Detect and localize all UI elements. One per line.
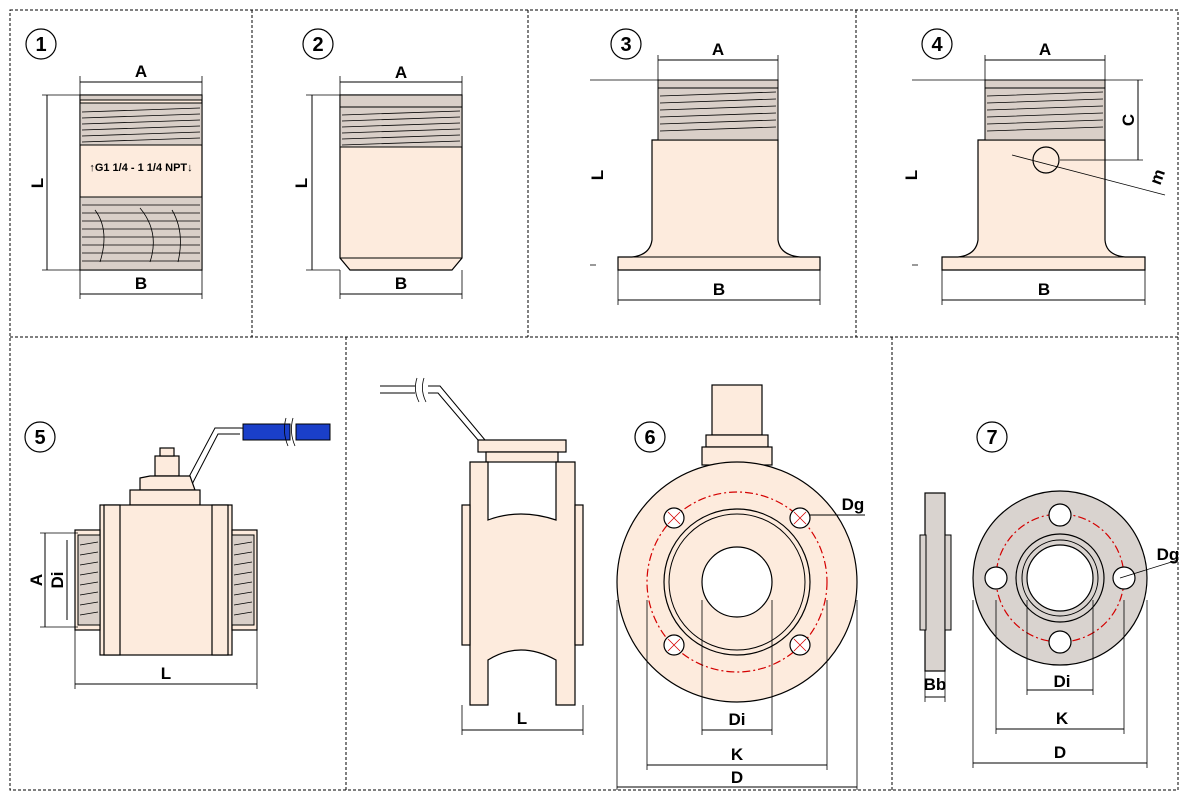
dim-label-l: L <box>902 170 921 180</box>
dim-label-di: Di <box>729 710 746 729</box>
dim-label-di: Di <box>48 572 67 589</box>
dim-label-d: D <box>731 768 743 787</box>
dim-label-k: K <box>1056 709 1069 728</box>
dim-label-k: K <box>731 745 744 764</box>
bore <box>701 546 773 618</box>
dim-label-l: L <box>292 178 311 188</box>
flanged-body <box>617 139 821 271</box>
thread-right <box>231 534 255 626</box>
bolt-pitch-circle <box>646 491 828 673</box>
port-hole <box>1032 146 1060 174</box>
panel-number: 7 <box>986 427 997 449</box>
top-plate <box>477 439 567 453</box>
panel-number: 4 <box>931 34 943 56</box>
panel-6-side-view: L <box>380 377 584 735</box>
dim-label-d: D <box>1054 743 1066 762</box>
panel-3: 3 A B L <box>588 28 821 305</box>
bolt-hole <box>1048 503 1072 527</box>
panel-5: 5 A Di L <box>24 417 331 689</box>
panel-2: 2 A B L <box>292 28 463 299</box>
dim-label-l: L <box>588 170 607 180</box>
bore <box>1026 544 1094 612</box>
dim-label-a: A <box>712 40 724 59</box>
valve-body <box>99 504 233 656</box>
dim-label-m: m <box>1146 166 1169 187</box>
panel-7: 7 Dg Bb Di K D <box>919 421 1180 768</box>
panel-number: 3 <box>620 34 631 56</box>
panel-number-circle <box>25 28 57 60</box>
dim-label-bb: Bb <box>924 675 947 694</box>
thread-marking: ↑G1 1/4 - 1 1/4 NPT↓ <box>89 162 192 174</box>
valve-body-side <box>469 461 576 706</box>
dim-label-dg: Dg <box>842 495 865 514</box>
flange-side <box>924 492 946 672</box>
dim-label-b: B <box>1038 280 1050 299</box>
dim-label-c: C <box>1119 114 1138 126</box>
dim-label-a: A <box>135 62 147 81</box>
dim-label-a: A <box>27 574 46 586</box>
dim-label-b: B <box>135 274 147 293</box>
dim-label-b: B <box>713 280 725 299</box>
dim-label-dg: Dg <box>1157 545 1180 564</box>
dim-label-a: A <box>1039 40 1051 59</box>
panel-grid <box>9 9 1179 791</box>
dim-label-b: B <box>395 274 407 293</box>
handle-grip <box>242 423 291 441</box>
thread-upper <box>339 106 463 148</box>
thread-left <box>77 534 101 626</box>
panel-6: 6 Dg Di K D <box>616 384 865 790</box>
dim-label-di: Di <box>1054 672 1071 691</box>
bolt-hole <box>984 566 1008 590</box>
panel-number: 6 <box>644 427 655 449</box>
dim-label-l: L <box>161 664 171 683</box>
thread-lower <box>79 196 203 271</box>
panel-number: 1 <box>35 34 46 56</box>
panel-4: 4 A B L C m <box>902 28 1169 305</box>
dim-label-l: L <box>517 709 527 728</box>
panel-number: 2 <box>312 34 323 56</box>
bolt-hole <box>1048 630 1072 654</box>
panel-number: 5 <box>34 427 45 449</box>
bolt-hole <box>1112 566 1136 590</box>
dim-label-l: L <box>28 178 47 188</box>
dim-label-a: A <box>395 63 407 82</box>
panel-1: 1 ↑G1 1/4 - 1 1/4 NPT↓ A B L <box>25 28 203 299</box>
